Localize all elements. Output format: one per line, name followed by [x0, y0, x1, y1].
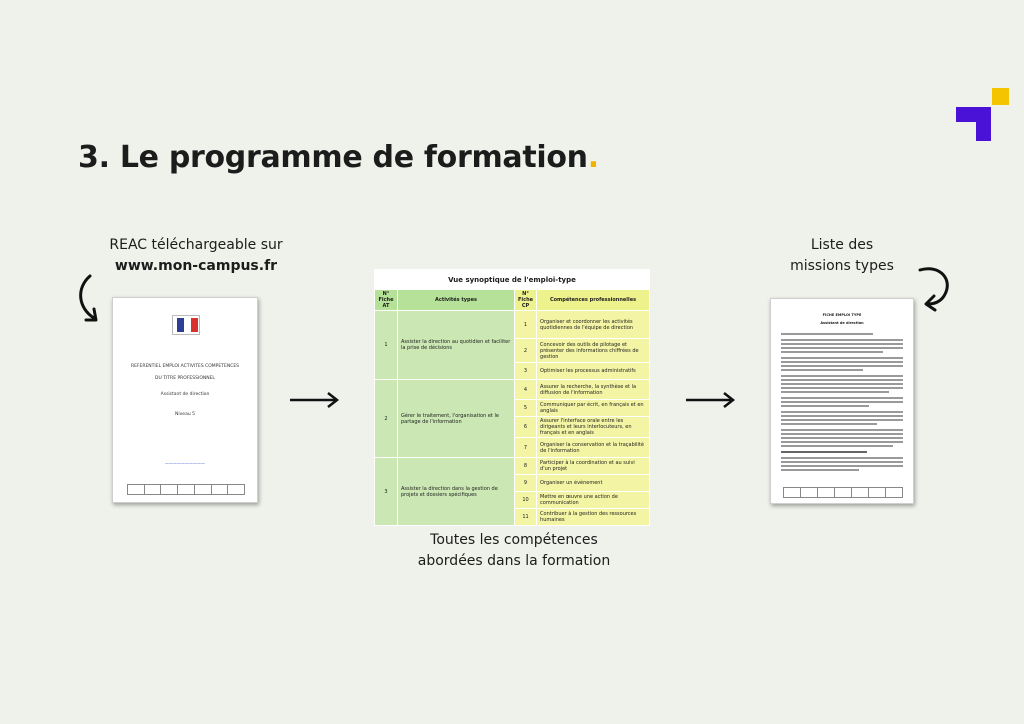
missions-caption-line1: Liste des — [810, 237, 874, 253]
synoptic-table: N° Fiche AT Activités types N° Fiche CP … — [374, 289, 650, 526]
title-accent-dot: . — [587, 140, 599, 175]
missions-caption: Liste des missions types — [772, 235, 912, 277]
competences-caption-line2: abordées dans la formation — [417, 553, 611, 569]
competence-number: 1 — [513, 310, 538, 339]
activity-number: 3 — [374, 457, 398, 526]
header-activites: Activités types — [397, 289, 515, 311]
missions-doc-subheading: Assistant de direction — [820, 321, 864, 325]
competence-number: 9 — [513, 474, 538, 492]
competence-label: Organiser et coordonner les activités qu… — [536, 310, 650, 339]
curved-arrow-down-icon — [79, 274, 98, 322]
competence-number: 6 — [513, 416, 538, 438]
competence-number: 2 — [513, 338, 538, 363]
header-fiche-cp: N° Fiche CP — [513, 289, 538, 311]
competence-label: Mettre en œuvre une action de communicat… — [536, 491, 650, 509]
competence-number: 3 — [513, 362, 538, 380]
activity-label: Assister la direction au quotidien et fa… — [397, 310, 515, 380]
competence-number: 4 — [513, 379, 538, 400]
reac-subheading: DU TITRE PROFESSIONNEL — [155, 376, 215, 381]
competence-label: Participer à la coordination et au suivi… — [536, 457, 650, 475]
synoptic-table-title: Vue synoptique de l'emploi-type — [448, 276, 576, 284]
reac-caption-line1: REAC téléchargeable sur — [109, 237, 283, 253]
competence-label: Organiser la conservation et la traçabil… — [536, 437, 650, 458]
reac-url-line: —————————— — [165, 461, 205, 466]
competence-number: 11 — [513, 508, 538, 526]
competence-label: Concevoir des outils de pilotage et prés… — [536, 338, 650, 363]
reac-job-title: Assistant de direction — [160, 392, 210, 397]
activity-number: 1 — [374, 310, 398, 380]
competence-number: 10 — [513, 491, 538, 509]
activity-label: Gérer le traitement, l'organisation et l… — [397, 379, 515, 458]
missions-document-thumbnail: FICHE EMPLOI TYPE Assistant de direction — [770, 298, 914, 504]
right-arrow-icon — [686, 392, 736, 408]
reac-heading: REFERENTIEL EMPLOI ACTIVITES COMPETENCES — [130, 364, 240, 369]
synoptic-table-thumbnail: Vue synoptique de l'emploi-type N° Fiche… — [374, 269, 650, 526]
header-fiche-at: N° Fiche AT — [374, 289, 398, 311]
competence-number: 7 — [513, 437, 538, 458]
right-arrow-icon — [290, 392, 340, 408]
competence-label: Assurer l'interface orale entre les diri… — [536, 416, 650, 438]
competences-caption-line1: Toutes les compétences — [430, 532, 598, 548]
missions-doc-heading: FICHE EMPLOI TYPE — [822, 313, 862, 317]
reac-level: Niveau 5 — [175, 412, 195, 417]
missions-caption-line2: missions types — [790, 258, 894, 274]
reac-caption: REAC téléchargeable sur www.mon-campus.f… — [96, 235, 296, 277]
activity-number: 2 — [374, 379, 398, 458]
header-competences: Compétences professionnelles — [536, 289, 650, 311]
reac-document-thumbnail: REFERENTIEL EMPLOI ACTIVITES COMPETENCES… — [112, 297, 258, 503]
page-title: 3. Le programme de formation. — [78, 140, 599, 175]
brand-logo-icon — [956, 88, 1009, 141]
competence-label: Communiquer par écrit, en français et en… — [536, 399, 650, 417]
competence-label: Contribuer à la gestion des ressources h… — [536, 508, 650, 526]
competences-caption: Toutes les compétences abordées dans la … — [404, 530, 624, 572]
competence-label: Optimiser les processus administratifs — [536, 362, 650, 380]
competence-number: 5 — [513, 399, 538, 417]
curved-arrow-back-icon — [918, 267, 949, 312]
competence-label: Organiser un évènement — [536, 474, 650, 492]
activity-label: Assister la direction dans la gestion de… — [397, 457, 515, 526]
reac-footer-table — [127, 484, 245, 495]
missions-footer-table — [783, 487, 903, 498]
reac-caption-link[interactable]: www.mon-campus.fr — [114, 258, 278, 274]
competence-number: 8 — [513, 457, 538, 475]
republic-flag-icon — [172, 315, 200, 335]
competence-label: Assurer la recherche, la synthèse et la … — [536, 379, 650, 400]
